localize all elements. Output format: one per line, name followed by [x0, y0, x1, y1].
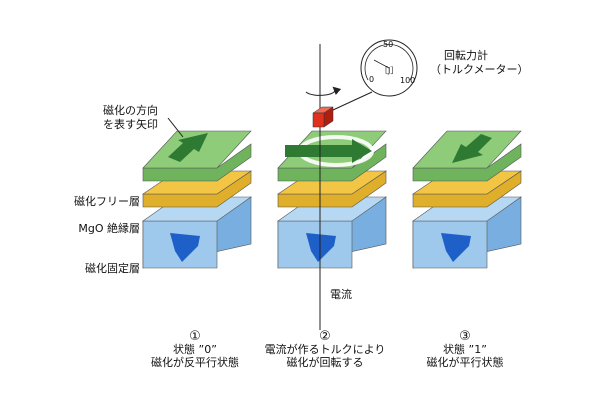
gauge-lead-line — [332, 91, 373, 111]
arrow-meaning-label: 磁化の方向 を表す矢印 — [66, 104, 158, 132]
state-caption-line-2: 磁化が回転する — [286, 356, 364, 369]
torque-meter-line-1: 回転力計 — [444, 49, 488, 62]
fixed-layer-block — [412, 196, 522, 269]
free-magnetization-arrow-icon — [285, 139, 372, 163]
state-caption-line-1: 電流が作るトルクにより — [264, 343, 386, 356]
meter-scale-max: 100 — [400, 76, 416, 85]
fixed-magnetization-arrow-icon — [441, 233, 471, 262]
stack-rotating — [277, 130, 387, 269]
torque-meter-label: 回転力計 （トルクメーター） — [430, 49, 529, 77]
free-magnetization-arrow-icon — [452, 134, 492, 163]
dial-gauge-icon — [360, 39, 418, 97]
rotation-arrow-icon — [305, 86, 342, 96]
state-caption-2: ③ 状態 ”1” 磁化が平行状態 — [410, 330, 520, 369]
state-number: ③ — [459, 329, 471, 344]
meter-unit: ［J］ — [380, 66, 399, 75]
stack-state-0 — [142, 130, 252, 269]
fixed-magnetization-arrow-icon — [306, 233, 336, 262]
state-caption-line-2: 磁化が平行状態 — [426, 356, 504, 369]
state-caption-line-2: 磁化が反平行状態 — [151, 356, 239, 369]
state-number: ② — [319, 329, 331, 344]
insulating-layer-label: MgO 絶縁層 — [78, 222, 140, 235]
stack-state-1 — [412, 130, 522, 269]
red-magnet-block-icon — [312, 106, 334, 128]
current-label: 電流 — [330, 288, 352, 301]
torque-meter-line-2: （トルクメーター） — [430, 63, 529, 76]
state-caption-0: ① 状態 ”0” 磁化が反平行状態 — [140, 330, 250, 369]
fixed-layer-block — [277, 196, 387, 269]
state-number: ① — [189, 329, 201, 344]
fixed-layer-label: 磁化固定層 — [85, 262, 140, 275]
fixed-layer-block — [142, 196, 252, 269]
arrow-meaning-line-2: を表す矢印 — [103, 118, 158, 131]
state-caption-1: ② 電流が作るトルクにより 磁化が回転する — [255, 330, 395, 369]
state-caption-line-1: 状態 ”1” — [443, 343, 487, 356]
arrow-meaning-line-1: 磁化の方向 — [103, 104, 158, 117]
state-caption-line-1: 状態 ”0” — [173, 343, 217, 356]
arrow-label-leader — [167, 117, 184, 138]
meter-scale-min: 0 — [369, 75, 375, 84]
meter-scale-mid: 50 — [383, 40, 394, 49]
free-magnetization-arrow-icon — [168, 133, 208, 162]
free-layer-label: 磁化フリー層 — [74, 195, 140, 208]
fixed-magnetization-arrow-icon — [170, 233, 200, 262]
